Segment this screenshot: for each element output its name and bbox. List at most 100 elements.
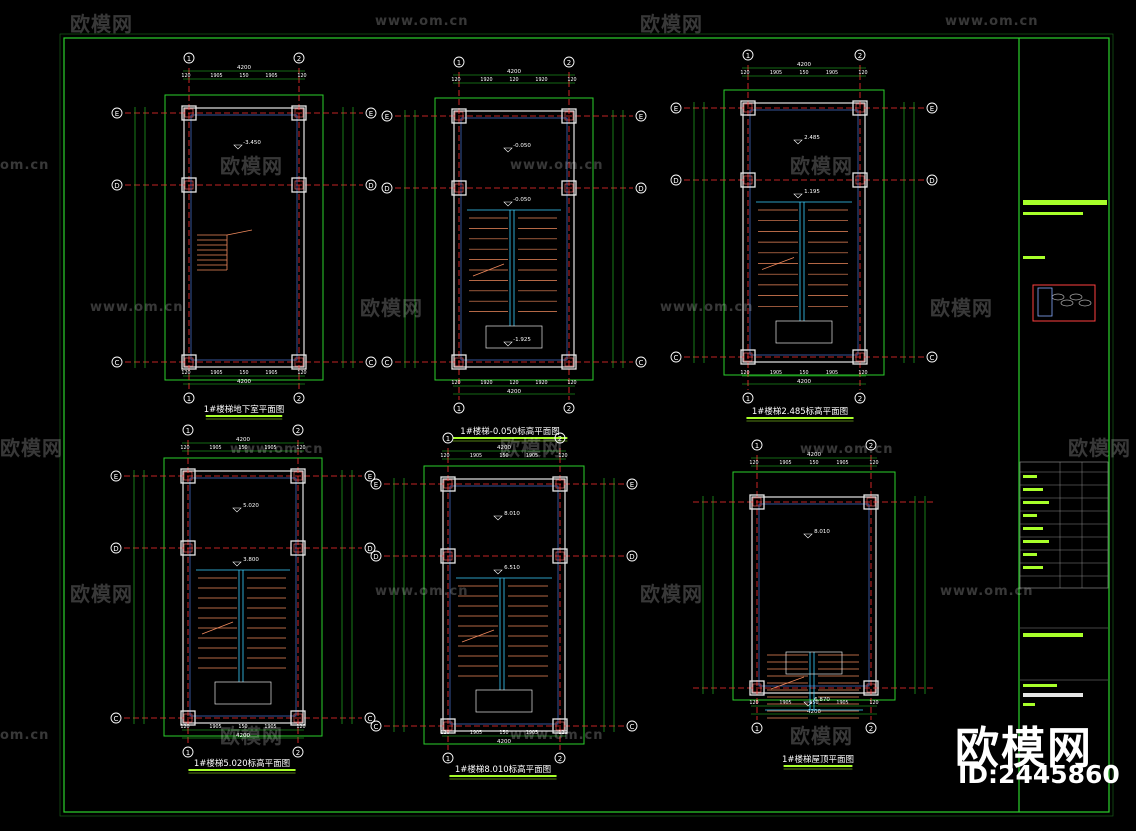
sub-dimension: 150 bbox=[499, 453, 508, 459]
sub-dimension: 1905 bbox=[526, 453, 538, 459]
column bbox=[291, 105, 307, 121]
sub-dimension: 1905 bbox=[836, 700, 848, 706]
outer-border-faint bbox=[59, 33, 1114, 817]
overall-dimension: 4200 bbox=[236, 437, 250, 443]
sub-dimension: 120 bbox=[869, 460, 878, 466]
column bbox=[740, 100, 756, 116]
sub-dimension: 120 bbox=[749, 700, 758, 706]
axis-bubble-left: C bbox=[385, 359, 390, 367]
axis-bubble-bottom-circle bbox=[292, 746, 304, 758]
break-line bbox=[761, 257, 795, 270]
plan-title: 1#楼梯地下室平面图 bbox=[204, 404, 285, 415]
axis-bubble-left-circle bbox=[111, 179, 123, 191]
column-core bbox=[866, 683, 876, 693]
sub-dimension: 1905 bbox=[826, 70, 838, 76]
axis-bubble-bottom: 1 bbox=[186, 749, 190, 757]
axis-bubble-left: E bbox=[114, 473, 118, 481]
sub-dimension: 1905 bbox=[209, 445, 221, 451]
axis-bubble-right: E bbox=[368, 473, 372, 481]
sub-dimension: 1905 bbox=[470, 453, 482, 459]
tb-bar bbox=[1023, 693, 1083, 697]
axis-bubble-right: C bbox=[639, 359, 644, 367]
axis-bubble-right: D bbox=[638, 185, 643, 193]
sub-dimension: 120 bbox=[296, 724, 305, 730]
axis-bubble-left-circle bbox=[381, 182, 393, 194]
sub-dimension: 150 bbox=[238, 445, 247, 451]
column-core bbox=[855, 352, 865, 362]
tb-bar bbox=[1023, 212, 1083, 215]
sub-dimension: 1905 bbox=[470, 730, 482, 736]
column bbox=[561, 354, 577, 370]
sub-dimension: 1905 bbox=[779, 460, 791, 466]
elevation-label: 6.510 bbox=[504, 565, 520, 571]
wall-inner bbox=[189, 477, 297, 717]
wall-outline bbox=[442, 478, 566, 732]
sub-dimension: 150 bbox=[238, 724, 247, 730]
wall-inner bbox=[460, 117, 568, 361]
column-core bbox=[555, 721, 565, 731]
column-core bbox=[743, 352, 753, 362]
column bbox=[561, 180, 577, 196]
axis-bubble-top: 1 bbox=[457, 59, 461, 67]
axis-bubble-left: C bbox=[374, 723, 379, 731]
key-plan-shape bbox=[1078, 299, 1092, 307]
sub-dimension: 120 bbox=[440, 453, 449, 459]
axis-bubble-top-circle bbox=[865, 439, 877, 451]
overall-dimension: 4200 bbox=[807, 709, 821, 715]
sub-dimension: 1920 bbox=[480, 380, 492, 386]
overall-dimension: 4200 bbox=[497, 739, 511, 745]
axis-bubble-bottom: 2 bbox=[869, 725, 873, 733]
plan-title: 1#楼梯8.010标高平面图 bbox=[455, 764, 551, 775]
axis-bubble-left: D bbox=[114, 182, 119, 190]
axis-bubble-right: C bbox=[369, 359, 374, 367]
axis-bubble-left: E bbox=[374, 481, 378, 489]
title-block bbox=[1019, 200, 1109, 706]
axis-bubble-bottom-circle bbox=[865, 722, 877, 734]
axis-bubble-bottom: 2 bbox=[567, 405, 571, 413]
elevation-marker bbox=[793, 139, 803, 145]
axis-bubble-left-circle bbox=[370, 550, 382, 562]
axis-bubble-right: C bbox=[630, 723, 635, 731]
column bbox=[291, 177, 307, 193]
column bbox=[552, 548, 568, 564]
column-core bbox=[184, 357, 194, 367]
axis-bubble-left: E bbox=[115, 110, 119, 118]
axis-bubble-left: D bbox=[384, 185, 389, 193]
drawing-frame bbox=[59, 33, 1114, 817]
axis-bubble-top: 2 bbox=[558, 435, 562, 443]
sub-dimension: 1905 bbox=[209, 724, 221, 730]
elevation-label: 5.020 bbox=[243, 503, 259, 509]
elevation-label: 8.010 bbox=[504, 511, 520, 517]
column-core bbox=[564, 111, 574, 121]
axis-bubble-right: C bbox=[930, 354, 935, 362]
column-core bbox=[855, 175, 865, 185]
key-plan-shape bbox=[1037, 287, 1053, 317]
column-core bbox=[564, 357, 574, 367]
overall-dimension: 4200 bbox=[237, 379, 251, 385]
axis-bubble-left: E bbox=[385, 113, 389, 121]
axis-bubble-right-circle bbox=[926, 351, 938, 363]
key-plan-box bbox=[1032, 284, 1096, 322]
sub-dimension: 150 bbox=[239, 73, 248, 79]
axis-bubble-left-circle bbox=[381, 356, 393, 368]
overall-dimension: 4200 bbox=[236, 733, 250, 739]
overall-dimension: 4200 bbox=[497, 445, 511, 451]
sub-dimension: 1905 bbox=[265, 73, 277, 79]
elevation-marker bbox=[803, 533, 813, 539]
axis-bubble-top: 2 bbox=[858, 52, 862, 60]
column-core bbox=[294, 357, 304, 367]
axis-bubble-top: 2 bbox=[567, 59, 571, 67]
sub-dimension: 120 bbox=[749, 460, 758, 466]
sub-dimension: 120 bbox=[297, 73, 306, 79]
axis-bubble-bottom: 2 bbox=[858, 395, 862, 403]
wall-outline bbox=[453, 110, 575, 368]
sub-dimension: 150 bbox=[499, 730, 508, 736]
axis-bubble-top-circle bbox=[182, 424, 194, 436]
sub-dimension: 1920 bbox=[535, 77, 547, 83]
tb-text-bar bbox=[1023, 501, 1049, 504]
sub-dimension: 120 bbox=[740, 370, 749, 376]
axis-bubble-top-circle bbox=[554, 432, 566, 444]
sub-dimension: 120 bbox=[567, 380, 576, 386]
